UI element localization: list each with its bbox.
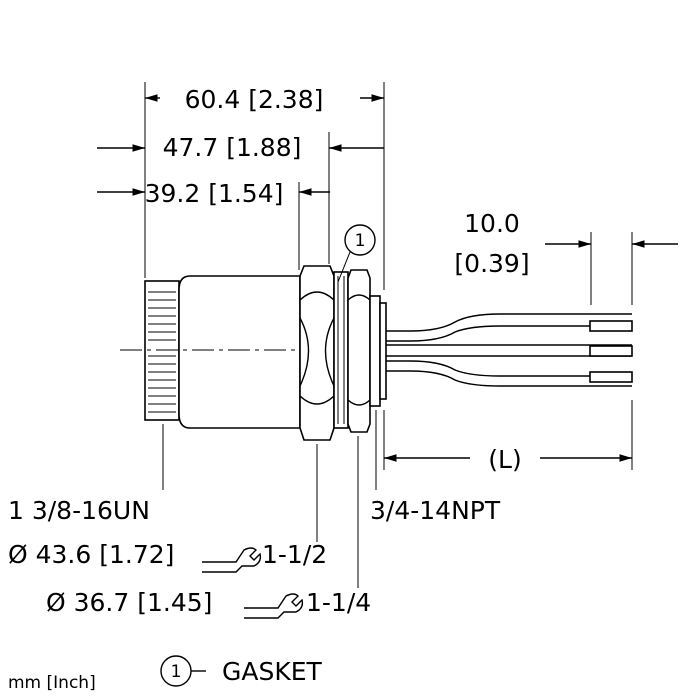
thread-lines bbox=[148, 291, 176, 413]
thread-front-label: 1 3/8-16UN bbox=[8, 496, 150, 525]
nut-large-wrench: 1-1/2 bbox=[262, 540, 327, 569]
small-nut bbox=[347, 269, 371, 433]
gasket bbox=[333, 271, 349, 429]
units-label: mm [Inch] bbox=[8, 673, 96, 693]
callout-circle bbox=[344, 224, 376, 256]
dim-overall-text: 60.4 [2.38] bbox=[185, 85, 324, 114]
wrench-icon bbox=[244, 593, 304, 619]
dim-strip-inch: [0.39] bbox=[454, 249, 529, 278]
main-body bbox=[178, 275, 301, 429]
callout-leader bbox=[337, 251, 351, 283]
nut-large-dia: Ø 43.6 [1.72] bbox=[8, 540, 174, 569]
lead-wires bbox=[386, 313, 633, 387]
dim-mid-text: 47.7 [1.88] bbox=[163, 133, 302, 162]
rear-flange bbox=[369, 295, 381, 407]
legend-gasket-label: GASKET bbox=[222, 657, 323, 686]
rear-thread bbox=[379, 302, 387, 400]
thread-rear-label: 3/4-14NPT bbox=[370, 496, 501, 525]
dim-strip-value: 10.0 bbox=[464, 209, 520, 238]
dimension-arrows bbox=[97, 94, 678, 462]
nut-small-wrench: 1-1/4 bbox=[306, 588, 371, 617]
connector-body bbox=[144, 265, 387, 441]
dim-body-text: 39.2 [1.54] bbox=[145, 179, 284, 208]
legend-callout-number: 1 bbox=[171, 662, 182, 682]
callout-number: 1 bbox=[355, 231, 366, 251]
extension-lines bbox=[144, 82, 633, 588]
dim-length-text: (L) bbox=[488, 445, 521, 474]
wrench-icon bbox=[202, 547, 262, 573]
nut-small-dia: Ø 36.7 [1.45] bbox=[46, 588, 212, 617]
